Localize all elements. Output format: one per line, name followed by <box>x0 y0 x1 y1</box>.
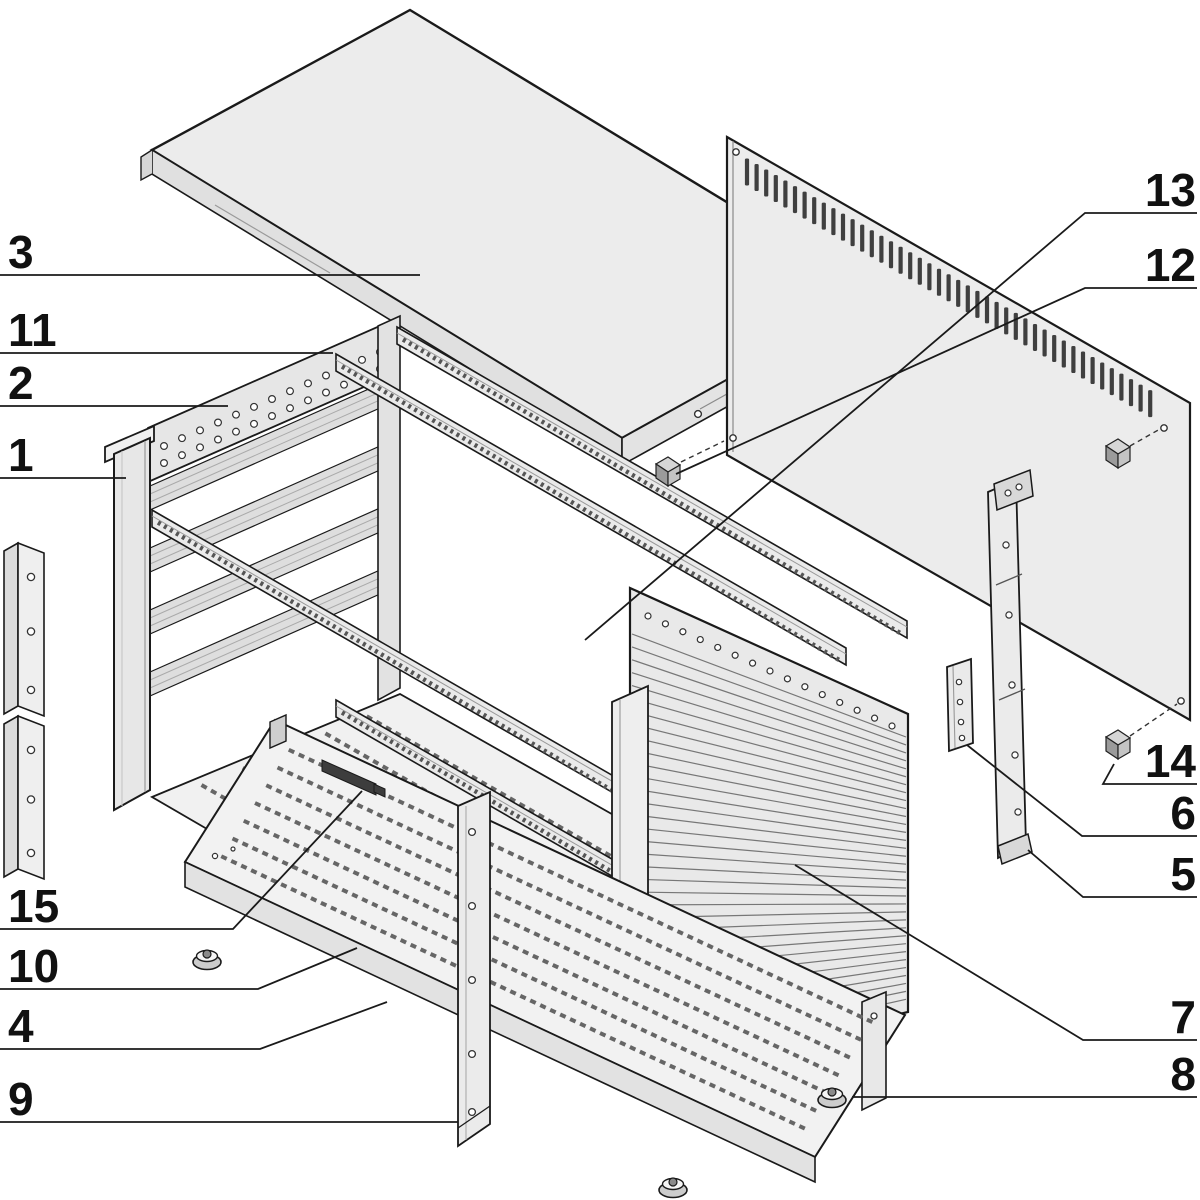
tray-end-flange <box>861 990 887 1112</box>
rear-left-post <box>377 314 401 702</box>
rear-vertical-rail <box>987 468 1034 866</box>
callout-2: 2 <box>8 357 34 409</box>
callout-12: 12 <box>1145 239 1196 291</box>
leader-line-6 <box>966 744 1197 837</box>
leader-line-4 <box>0 1001 388 1050</box>
cover-screw-hole <box>693 409 703 419</box>
leader-line-14 <box>1101 763 1197 785</box>
card-guide-rail <box>321 759 377 796</box>
vent-slot-row <box>744 158 1153 418</box>
bracket-holes <box>955 678 966 742</box>
callout-7: 7 <box>1170 991 1196 1043</box>
leader-line-15 <box>0 790 363 930</box>
rear-panel-holes <box>729 148 1185 705</box>
leader-line-7 <box>794 864 1197 1041</box>
leader-line-13 <box>584 212 1197 641</box>
leader-line-10 <box>0 947 358 990</box>
panel-clips <box>654 428 1178 761</box>
callout-15: 15 <box>8 880 59 932</box>
tray-perforation <box>220 747 875 1132</box>
leader-line-5 <box>1027 849 1197 898</box>
callout-5: 5 <box>1170 848 1196 900</box>
callout-3: 3 <box>8 226 34 278</box>
callout-leader-lines <box>0 212 1197 1123</box>
tray-front-lip <box>184 860 816 1184</box>
rail-holes <box>1002 541 1022 816</box>
front-vertical-strip <box>457 790 491 1148</box>
callout-11: 11 <box>8 304 57 356</box>
front-frame-post <box>104 424 155 812</box>
side-wall-extrusions <box>149 375 399 697</box>
left-mounting-strips <box>3 541 45 881</box>
callout-8: 8 <box>1170 1048 1196 1100</box>
leader-line-12 <box>675 287 1197 475</box>
callout-13: 13 <box>1145 164 1196 216</box>
rear-vent-panel <box>725 135 1192 722</box>
callout-4: 4 <box>8 1000 34 1052</box>
side-panel-hole-row <box>644 612 896 730</box>
callout-1: 1 <box>8 429 34 481</box>
callout-6: 6 <box>1170 787 1196 839</box>
bottom-tray <box>183 713 907 1184</box>
callout-9: 9 <box>8 1073 34 1125</box>
rail-bottom-tab <box>997 832 1033 866</box>
rail-top-bracket <box>993 468 1034 512</box>
chassis-feet <box>192 949 847 1199</box>
callout-14: 14 <box>1145 735 1197 787</box>
connecting-bracket <box>946 657 974 753</box>
strip-holes <box>467 827 477 1117</box>
callout-10: 10 <box>8 940 59 992</box>
